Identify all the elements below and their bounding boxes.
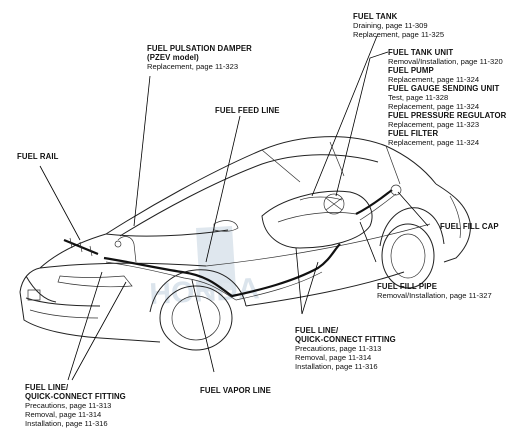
honda-watermark: HONDA — [149, 226, 260, 311]
callout-heading: FUEL FILTER — [388, 129, 439, 138]
callout-line: Removal/Installation, page 11-320 — [388, 57, 503, 66]
car-outline — [19, 136, 471, 351]
callout-heading: FUEL LINE/ — [25, 383, 69, 392]
callout-fuel-fill-cap: FUEL FILL CAP — [440, 222, 499, 231]
callout-line: Replacement, page 11-325 — [353, 30, 445, 39]
callout-fuel-rail: FUEL RAIL — [17, 152, 58, 161]
callout-heading: FUEL RAIL — [17, 152, 59, 161]
callout-line: Removal, page 11-314 — [295, 353, 372, 362]
callout-fuel-tank-unit-group: FUEL TANK UNIT Removal/Installation, pag… — [388, 48, 506, 147]
callout-line: Replacement, page 11-323 — [147, 62, 239, 71]
callout-heading: FUEL TANK UNIT — [388, 48, 454, 57]
callout-heading: FUEL LINE/ — [295, 326, 339, 335]
leader-lines — [39, 35, 429, 381]
callout-heading: FUEL VAPOR LINE — [200, 386, 271, 395]
fuel-tank-shape — [261, 190, 373, 249]
callout-heading-2: QUICK-CONNECT FITTING — [25, 392, 126, 401]
fuel-feed-line-path — [103, 243, 341, 298]
callout-heading: FUEL GAUGE SENDING UNIT — [388, 84, 500, 93]
callout-line: Replacement, page 11-324 — [388, 102, 480, 111]
callout-line: Replacement, page 11-324 — [388, 75, 480, 84]
callout-heading: FUEL PULSATION DAMPER — [147, 44, 252, 53]
callout-heading: FUEL FILL PIPE — [377, 282, 438, 291]
callout-fuel-pulsation-damper: FUEL PULSATION DAMPER (PZEV model) Repla… — [147, 44, 252, 71]
callout-line: Replacement, page 11-323 — [388, 120, 480, 129]
callout-line: Removal, page 11-314 — [25, 410, 102, 419]
callout-fuel-line-front: FUEL LINE/ QUICK-CONNECT FITTING Precaut… — [25, 383, 126, 428]
callout-line: Precautions, page 11-313 — [25, 401, 112, 410]
callout-fuel-fill-pipe: FUEL FILL PIPE Removal/Installation, pag… — [377, 282, 492, 300]
fuel-system-components — [63, 184, 402, 301]
callout-heading: FUEL FEED LINE — [215, 106, 280, 115]
callout-line: Installation, page 11-316 — [295, 362, 378, 371]
callout-fuel-vapor-line: FUEL VAPOR LINE — [200, 386, 271, 395]
callout-line: Replacement, page 11-324 — [388, 138, 480, 147]
fuel-fill-pipe-path — [355, 189, 393, 215]
callout-heading-2: (PZEV model) — [147, 53, 199, 62]
callout-heading: FUEL TANK — [353, 12, 398, 21]
callout-line: Precautions, page 11-313 — [295, 344, 382, 353]
callout-fuel-feed-line: FUEL FEED LINE — [215, 106, 280, 115]
callout-heading: FUEL PRESSURE REGULATOR — [388, 111, 507, 120]
callout-line: Removal/Installation, page 11-327 — [377, 291, 492, 300]
callout-fuel-line-rear: FUEL LINE/ QUICK-CONNECT FITTING Precaut… — [295, 326, 396, 371]
callout-line: Installation, page 11-316 — [25, 419, 108, 428]
callout-heading-2: QUICK-CONNECT FITTING — [295, 335, 396, 344]
callout-fuel-tank: FUEL TANK Draining, page 11-309 Replacem… — [353, 12, 444, 39]
callout-heading: FUEL FILL CAP — [440, 222, 499, 231]
callout-heading: FUEL PUMP — [388, 66, 434, 75]
callout-line: Draining, page 11-309 — [353, 21, 428, 30]
callout-line: Test, page 11-328 — [388, 93, 449, 102]
